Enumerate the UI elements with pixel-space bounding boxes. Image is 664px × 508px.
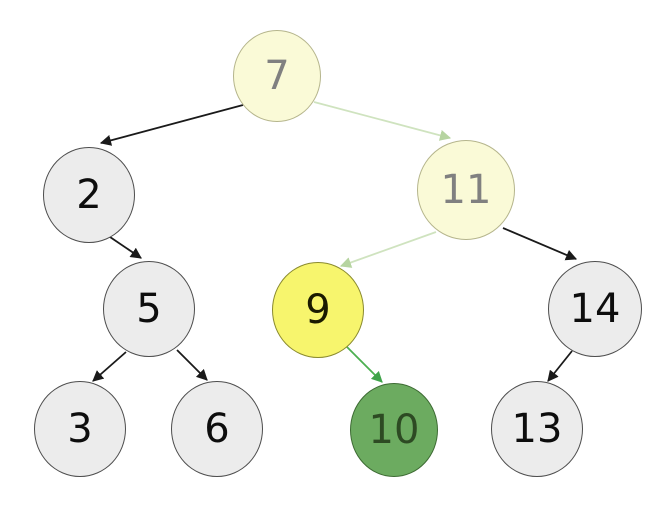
tree-node-label: 7	[264, 53, 290, 99]
tree-edge-7-to-2	[99, 104, 244, 146]
tree-node-label: 14	[569, 286, 621, 332]
tree-edge-2-to-5	[109, 236, 142, 259]
tree-node-11[interactable]: 11	[417, 140, 515, 240]
tree-node-7[interactable]: 7	[233, 30, 321, 122]
tree-node-2[interactable]: 2	[43, 147, 135, 243]
tree-node-label: 11	[440, 167, 492, 213]
tree-node-3[interactable]: 3	[34, 381, 126, 477]
tree-edge-7-to-11	[313, 101, 452, 141]
tree-node-6[interactable]: 6	[171, 381, 263, 477]
tree-edge-5-to-3	[92, 351, 127, 382]
tree-node-label: 13	[511, 406, 563, 452]
tree-node-label: 6	[204, 406, 230, 452]
tree-edge-11-to-9	[339, 231, 437, 268]
tree-node-label: 5	[136, 286, 162, 332]
tree-edge-11-to-14	[502, 227, 578, 261]
tree-node-5[interactable]: 5	[103, 261, 195, 357]
tree-edge-14-to-13	[547, 350, 573, 382]
tree-node-label: 2	[76, 172, 102, 218]
tree-node-13[interactable]: 13	[491, 381, 583, 477]
tree-node-label: 10	[368, 407, 420, 453]
tree-node-10[interactable]: 10	[350, 383, 438, 477]
tree-node-label: 3	[67, 406, 93, 452]
tree-edge-9-to-10	[346, 346, 383, 383]
tree-node-9[interactable]: 9	[272, 262, 364, 358]
tree-node-label: 9	[305, 287, 331, 333]
tree-edge-5-to-6	[176, 349, 208, 381]
tree-node-14[interactable]: 14	[548, 261, 642, 357]
